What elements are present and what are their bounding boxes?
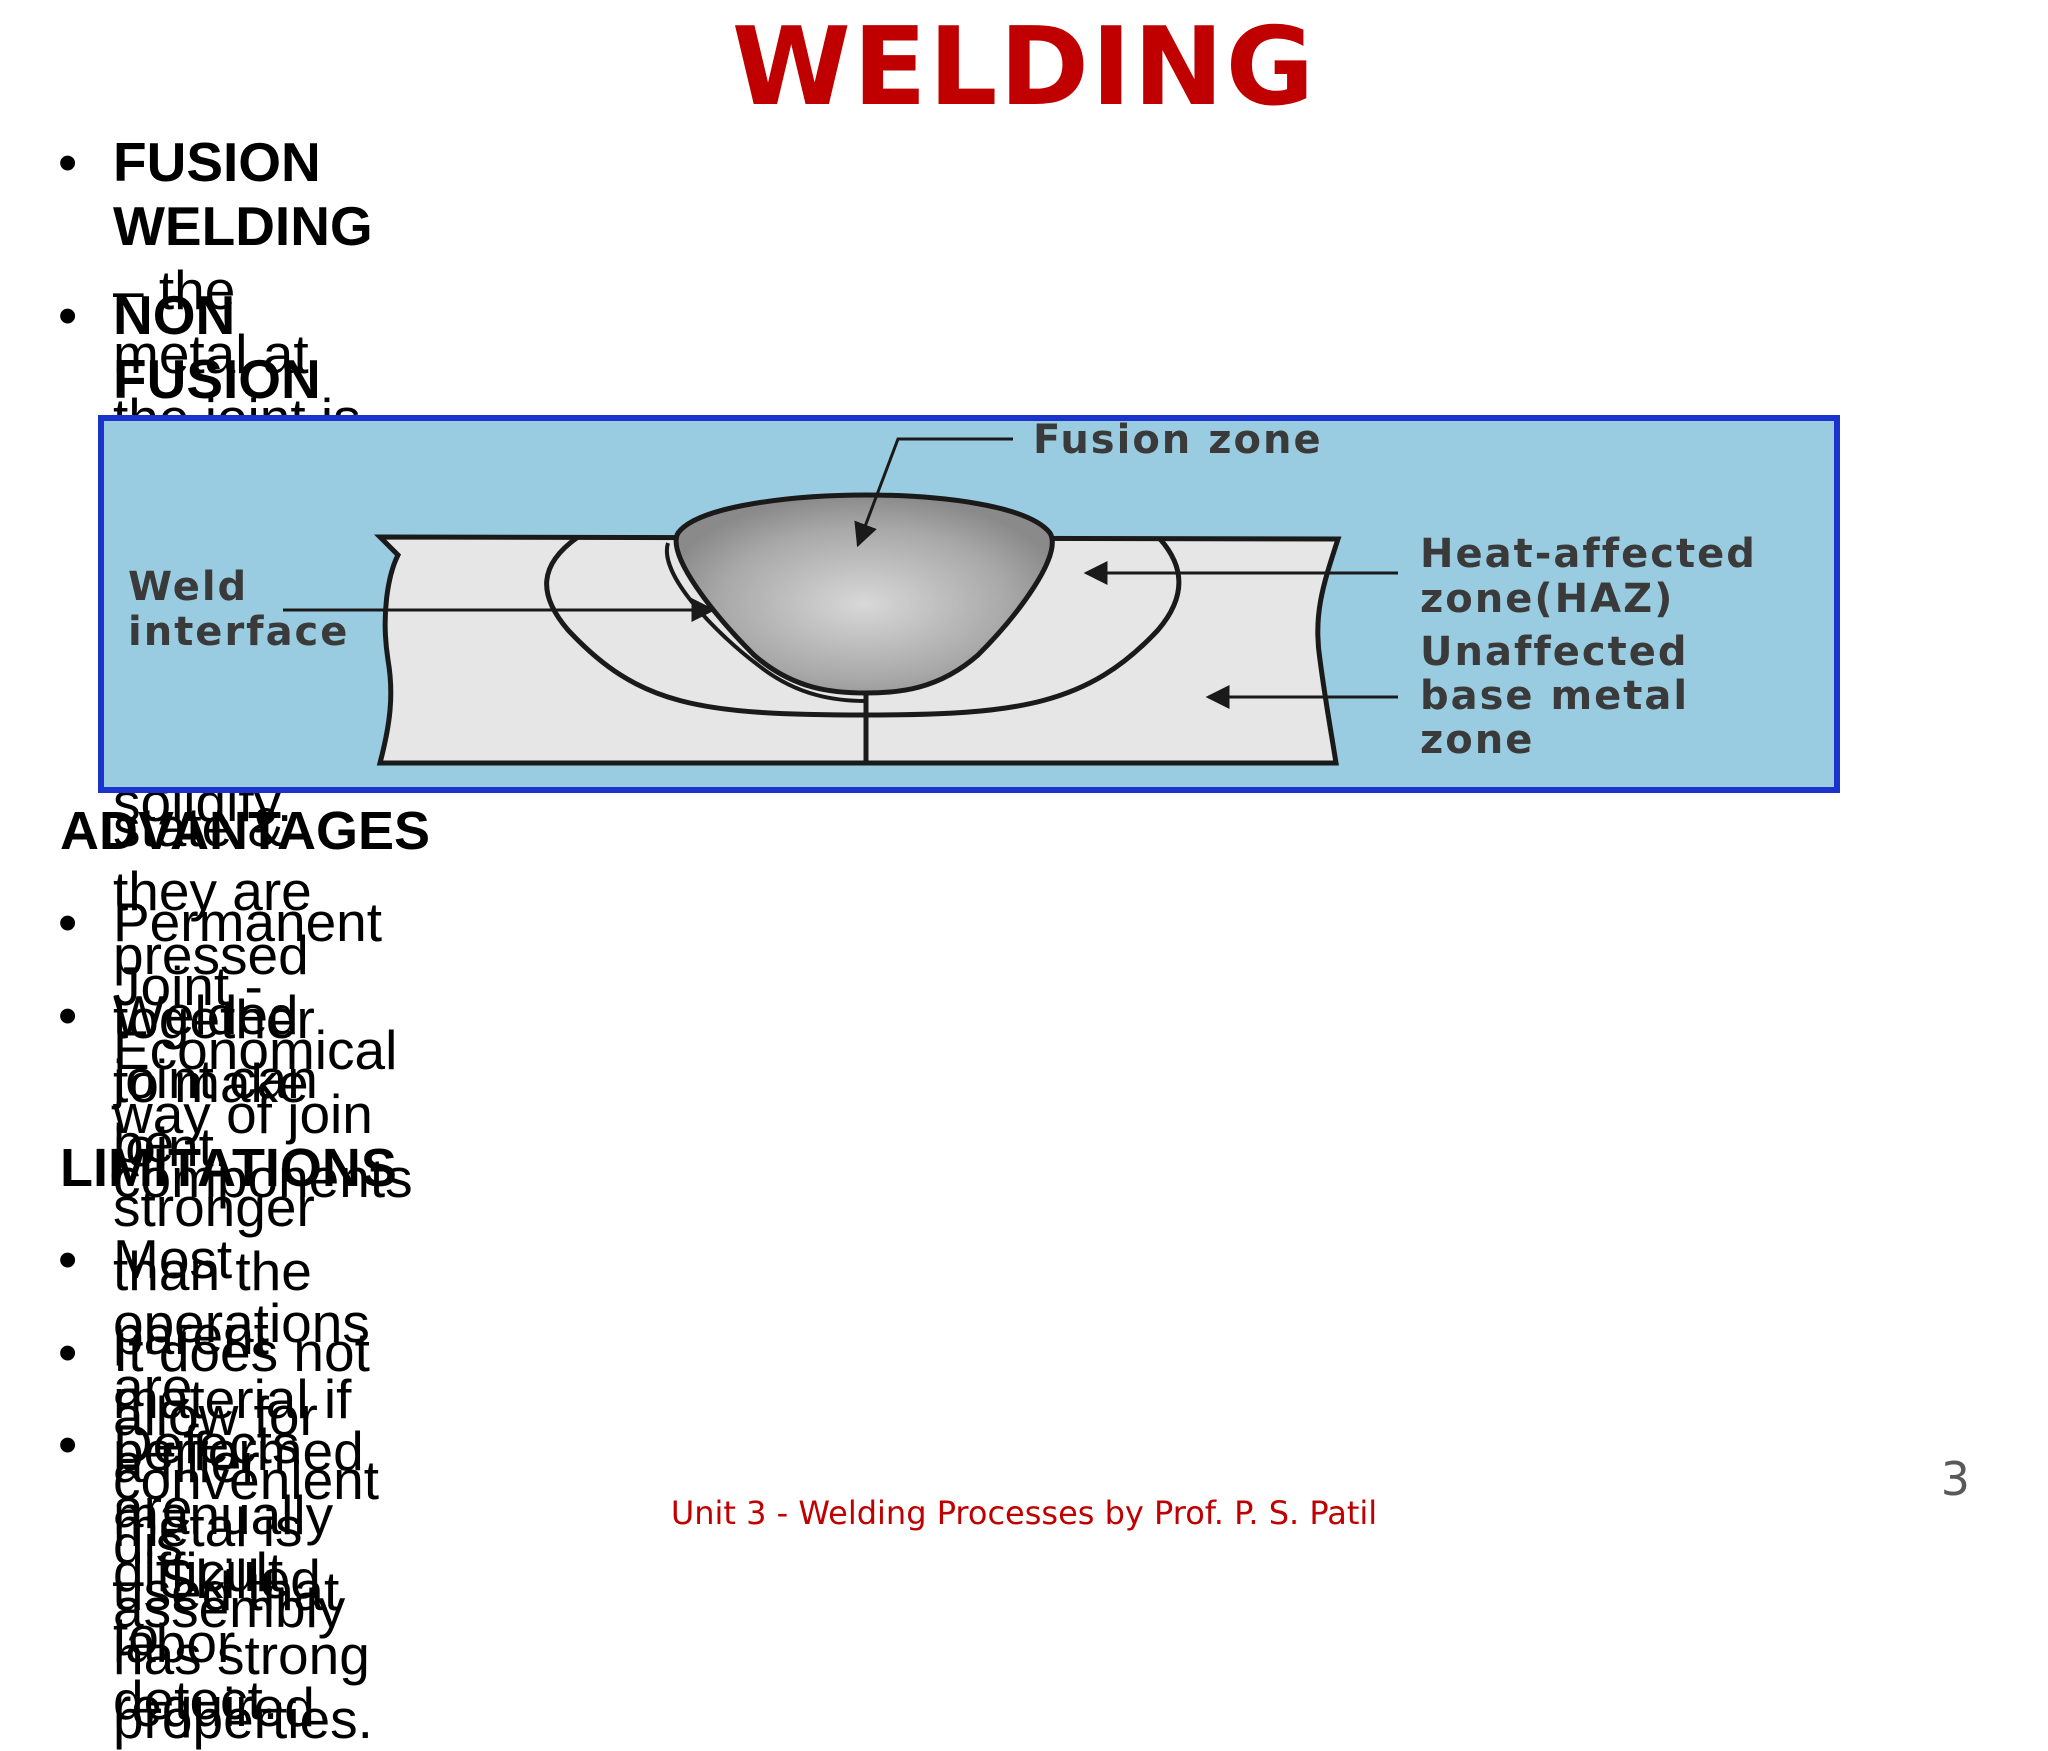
bullet-dot-icon: • [58, 131, 78, 193]
advantage-text: Permanent Joint - Economical way of join… [113, 891, 413, 1209]
slide-footer: Unit 3 - Welding Processes by Prof. P. S… [670, 1494, 1378, 1532]
label-fusion-zone: Fusion zone [1033, 417, 1323, 463]
label-haz-2: zone(HAZ) [1420, 576, 1674, 622]
bullet-dot-icon: • [58, 1321, 78, 1383]
bullet-dot-icon: • [58, 984, 78, 1046]
limitations-heading: LIMITATIONS [60, 1138, 397, 1198]
advantages-heading: ADVANTAGES [60, 801, 431, 861]
fusion-zone-arrow [854, 437, 1013, 548]
page-number: 3 [1940, 1452, 1970, 1506]
label-base-2: base metal [1420, 673, 1689, 719]
bullet-dot-icon: • [58, 1413, 78, 1475]
weld-zone-diagram: Fusion zone Weld interface Heat-affected… [98, 415, 1840, 793]
label-haz-1: Heat-affected [1420, 531, 1757, 577]
label-base-3: zone [1420, 717, 1534, 763]
slide-title: WELDING [731, 5, 1317, 130]
advantage-text: Welded joint can be stronger than the pa… [113, 984, 352, 1558]
label-weld-interface-2: interface [128, 609, 349, 655]
bullet-dot-icon: • [58, 891, 78, 953]
definition-non-fusion-text-2: they are pressed together to make joint. [113, 860, 315, 1178]
bullet-dot-icon: • [58, 284, 78, 346]
label-base-1: Unaffected [1420, 629, 1688, 675]
bullet-dot-icon: • [58, 1228, 78, 1290]
weld-interface-line [664, 542, 867, 703]
label-weld-interface-1: Weld [128, 564, 248, 610]
fusion-zone-outer [673, 492, 1055, 696]
term-fusion: FUSION WELDING [113, 131, 373, 257]
limitation-text: Defects are difficult to detect. [113, 1413, 300, 1731]
